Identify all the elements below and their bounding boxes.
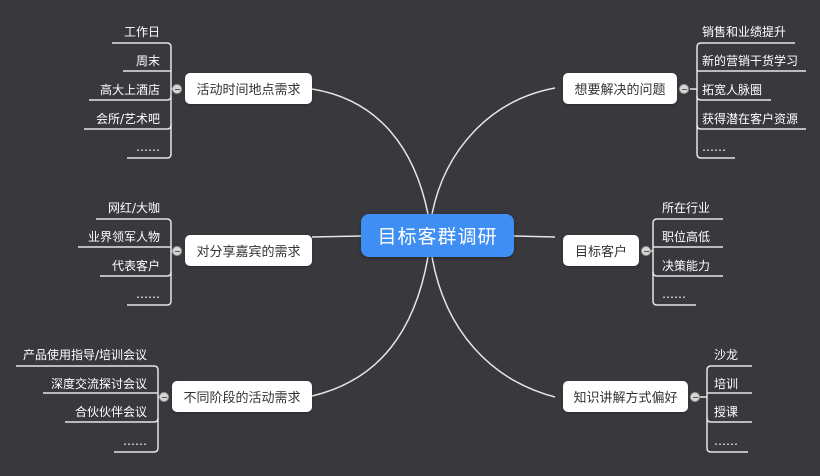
leaf-item[interactable]: …… xyxy=(702,140,726,154)
leaf-item[interactable]: 高大上酒店 xyxy=(99,83,160,97)
leaf-item[interactable]: …… xyxy=(123,434,147,448)
leaf-item[interactable]: …… xyxy=(136,140,160,154)
leaf-item[interactable]: 会所/艺术吧 xyxy=(95,112,160,126)
topic-problems-to-solve[interactable]: 想要解决的问题 xyxy=(563,73,677,104)
leaf-item[interactable]: 代表客户 xyxy=(111,259,160,273)
leaf-item[interactable]: 业界领军人物 xyxy=(87,230,160,244)
collapse-toggle-icon[interactable] xyxy=(172,84,182,94)
leaf-item[interactable]: 周末 xyxy=(135,54,160,68)
leaf-item[interactable]: 深度交流探讨会议 xyxy=(50,377,147,391)
leaf-item[interactable]: …… xyxy=(714,434,738,448)
leaf-item[interactable]: 工作日 xyxy=(123,25,160,39)
leaf-item[interactable]: 培训 xyxy=(714,377,739,391)
root-topic[interactable]: 目标客群调研 xyxy=(361,214,514,257)
leaf-item[interactable]: 职位高低 xyxy=(662,230,711,244)
topic-guest-speaker-needs[interactable]: 对分享嘉宾的需求 xyxy=(185,235,312,266)
leaf-item[interactable]: 产品使用指导/培训会议 xyxy=(22,348,147,362)
leaf-item[interactable]: 获得潜在客户资源 xyxy=(702,112,799,126)
leaf-item[interactable]: 合伙伙伴会议 xyxy=(74,405,147,419)
topic-target-customer[interactable]: 目标客户 xyxy=(563,235,639,266)
collapse-toggle-icon[interactable] xyxy=(679,84,689,94)
topic-knowledge-delivery-preference[interactable]: 知识讲解方式偏好 xyxy=(563,381,688,412)
topic-stage-activity-needs[interactable]: 不同阶段的活动需求 xyxy=(172,381,312,412)
leaf-item[interactable]: 拓宽人脉圈 xyxy=(702,83,763,97)
collapse-toggle-icon[interactable] xyxy=(172,246,182,256)
leaf-item[interactable]: 网红/大咖 xyxy=(107,201,160,215)
leaf-item[interactable]: 所在行业 xyxy=(662,201,711,215)
collapse-toggle-icon[interactable] xyxy=(641,246,651,256)
leaf-item[interactable]: …… xyxy=(136,287,160,301)
leaf-item[interactable]: 新的营销干货学习 xyxy=(702,54,799,68)
collapse-toggle-icon[interactable] xyxy=(159,392,169,402)
leaf-item[interactable]: 授课 xyxy=(714,405,739,419)
leaf-item[interactable]: …… xyxy=(662,287,686,301)
leaf-item[interactable]: 决策能力 xyxy=(662,259,711,273)
leaf-item[interactable]: 沙龙 xyxy=(714,348,739,362)
topic-activity-time-place[interactable]: 活动时间地点需求 xyxy=(185,73,312,104)
leaf-item[interactable]: 销售和业绩提升 xyxy=(702,25,787,39)
collapse-toggle-icon[interactable] xyxy=(690,392,700,402)
